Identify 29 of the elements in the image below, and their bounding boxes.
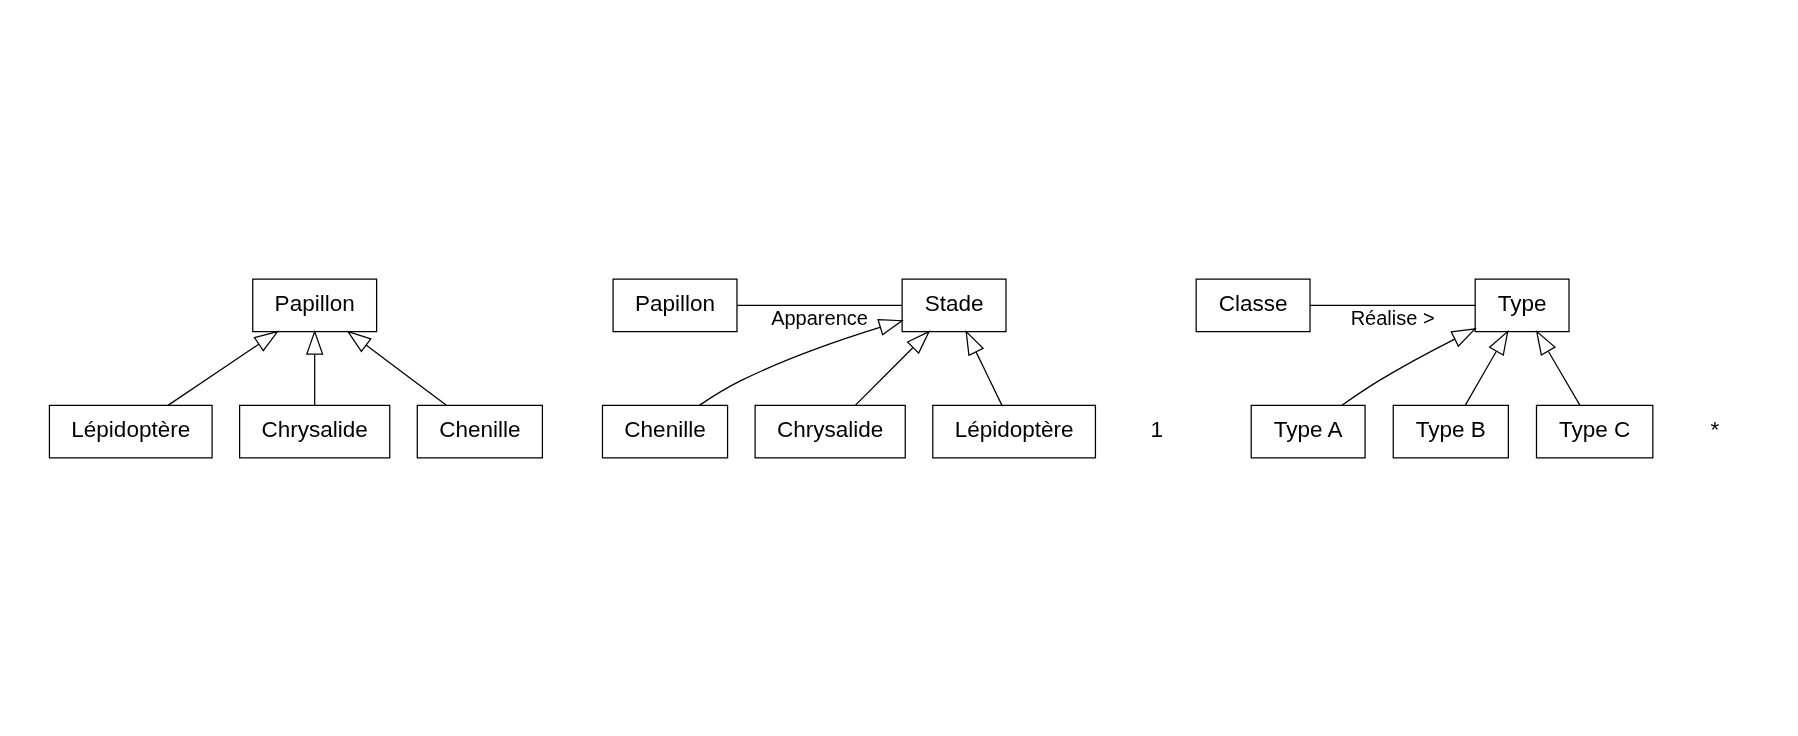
arrow bbox=[167, 330, 280, 406]
arrow bbox=[305, 329, 324, 406]
node-box: Chrysalide bbox=[754, 404, 906, 459]
node-box: Type A bbox=[1250, 404, 1366, 459]
node-box: Papillon bbox=[252, 277, 378, 332]
node-box: Type B bbox=[1392, 404, 1509, 459]
connector bbox=[1309, 304, 1476, 306]
node-box: Stade bbox=[901, 277, 1007, 332]
node-box: Chenille bbox=[416, 404, 544, 459]
node-box: Classe bbox=[1195, 277, 1311, 332]
node-box: Chenille bbox=[601, 404, 729, 459]
node-box: Type C bbox=[1535, 404, 1654, 459]
node-box: Lépidoptère bbox=[932, 404, 1097, 459]
edge-label: Apparence bbox=[771, 306, 868, 329]
arrow bbox=[965, 329, 1003, 406]
label: 1 bbox=[1150, 416, 1164, 442]
connector bbox=[736, 304, 903, 306]
node-box: Type bbox=[1474, 277, 1570, 332]
arrow bbox=[698, 318, 904, 406]
node-box: Chrysalide bbox=[239, 404, 391, 459]
node-box: Papillon bbox=[612, 277, 738, 332]
node-box: Lépidoptère bbox=[48, 404, 213, 459]
arrow bbox=[1341, 327, 1477, 406]
edge-label: Réalise > bbox=[1350, 306, 1435, 329]
arrow bbox=[1535, 329, 1581, 406]
arrow bbox=[1464, 329, 1509, 406]
arrow bbox=[346, 329, 448, 406]
label: * bbox=[1710, 416, 1720, 442]
arrow bbox=[854, 329, 931, 406]
